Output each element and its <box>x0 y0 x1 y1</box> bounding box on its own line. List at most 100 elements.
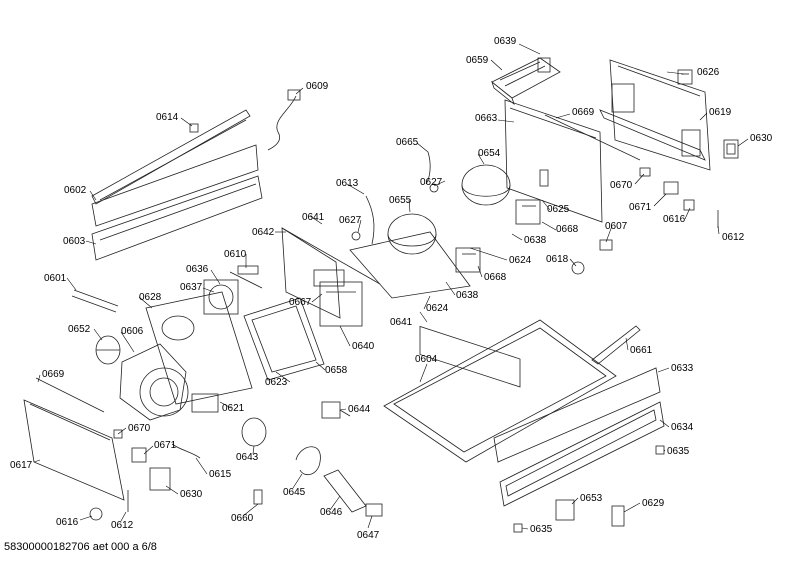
callout-0630: 0630 <box>750 133 773 144</box>
callout-0612: 0612 <box>722 232 745 243</box>
callout-0660: 0660 <box>231 513 254 524</box>
callout-0642: 0642 <box>252 227 275 238</box>
part-compressor-0655 <box>349 213 471 299</box>
callout-0646: 0646 <box>320 507 343 518</box>
callout-0652: 0652 <box>68 324 91 335</box>
callout-0670: 0670 <box>128 423 151 434</box>
callout-0645: 0645 <box>283 487 306 498</box>
part-switch-0626 <box>677 69 693 85</box>
part-frame-0658 <box>243 297 325 381</box>
callout-0641: 0641 <box>390 317 413 328</box>
callout-0623: 0623 <box>265 377 288 388</box>
callout-0607: 0607 <box>605 221 628 232</box>
callout-0612: 0612 <box>111 520 134 531</box>
callout-0654: 0654 <box>478 148 501 159</box>
callout-0625: 0625 <box>547 204 570 215</box>
part-kickplate-0634 <box>499 401 665 507</box>
part-fan-housing-0606 <box>119 343 189 421</box>
callout-0629: 0629 <box>642 498 665 509</box>
callout-0668: 0668 <box>484 272 507 283</box>
callout-0667: 0667 <box>289 297 312 308</box>
part-small-parts-right <box>189 123 719 533</box>
part-cap-0647 <box>365 503 383 517</box>
callout-labels: 0639 0659 0626 0609 0669 0663 0619 0614 … <box>10 36 773 541</box>
callout-0617: 0617 <box>10 460 33 471</box>
callout-0635: 0635 <box>530 524 553 535</box>
callout-0643: 0643 <box>236 452 259 463</box>
part-cylinder-0646 <box>323 469 367 513</box>
callout-0627: 0627 <box>339 215 362 226</box>
callout-0669: 0669 <box>572 107 595 118</box>
callout-0633: 0633 <box>671 363 694 374</box>
part-bracket-0630-top <box>723 139 739 159</box>
callout-0624: 0624 <box>426 303 449 314</box>
callout-0634: 0634 <box>671 422 694 433</box>
callout-0627: 0627 <box>420 177 443 188</box>
callout-0606: 0606 <box>121 326 144 337</box>
callout-0626: 0626 <box>697 67 720 78</box>
part-compressor-0654 <box>419 164 521 388</box>
part-valve-0644 <box>321 401 351 419</box>
part-fan-0636 <box>203 279 239 315</box>
callout-0613: 0613 <box>336 178 359 189</box>
callout-0653: 0653 <box>580 493 603 504</box>
callout-0615: 0615 <box>209 469 232 480</box>
callout-0616: 0616 <box>663 214 686 225</box>
part-drip-tray-0604 <box>383 319 617 463</box>
part-small-parts-left <box>89 393 219 521</box>
part-control-board-0659 <box>491 57 561 106</box>
callout-0601: 0601 <box>44 273 67 284</box>
part-rod-0669-top <box>544 114 641 161</box>
part-rear-cover-0663 <box>504 99 603 223</box>
callout-0663: 0663 <box>475 113 498 124</box>
callout-0641: 0641 <box>302 212 325 223</box>
part-relay-0668 <box>455 199 541 273</box>
callout-0619: 0619 <box>709 107 732 118</box>
callout-0669: 0669 <box>42 369 65 380</box>
callout-0655: 0655 <box>389 195 412 206</box>
callout-0638: 0638 <box>456 290 479 301</box>
part-motor-0652 <box>95 335 121 365</box>
callout-0644: 0644 <box>348 404 371 415</box>
part-trim-strip-0602 <box>91 109 259 227</box>
leader-lines <box>33 43 749 530</box>
callout-0603: 0603 <box>63 236 86 247</box>
callout-0659: 0659 <box>466 55 489 66</box>
callout-0602: 0602 <box>64 185 87 196</box>
part-tube-0613 <box>365 195 375 245</box>
callout-0609: 0609 <box>306 81 329 92</box>
part-bracket-0610 <box>229 265 263 289</box>
callout-0604: 0604 <box>415 354 438 365</box>
callout-0630: 0630 <box>180 489 203 500</box>
callout-0621: 0621 <box>222 403 245 414</box>
part-fan-shroud-0628 <box>145 291 253 405</box>
callout-0670: 0670 <box>610 180 633 191</box>
part-rod-0669-left <box>35 377 105 413</box>
part-bracket-0661 <box>591 325 641 365</box>
part-side-panel-0617 <box>23 399 125 501</box>
callout-0614: 0614 <box>156 112 179 123</box>
callout-0640: 0640 <box>352 341 375 352</box>
callout-0624: 0624 <box>509 255 532 266</box>
callout-0647: 0647 <box>357 530 380 541</box>
part-rod-0601 <box>71 289 119 313</box>
callout-0610: 0610 <box>224 249 247 260</box>
part-tube-0665 <box>425 151 431 185</box>
part-kickplate-0633 <box>493 367 661 463</box>
callout-0616: 0616 <box>56 517 79 528</box>
callout-0628: 0628 <box>139 292 162 303</box>
callout-0636: 0636 <box>186 264 209 275</box>
callout-0658: 0658 <box>325 365 348 376</box>
part-mount-plate-0642 <box>281 227 381 319</box>
part-capacitor-0643 <box>241 417 267 447</box>
callout-0661: 0661 <box>630 345 653 356</box>
callout-0638: 0638 <box>524 235 547 246</box>
part-transformer-0640 <box>313 269 363 327</box>
callout-0671: 0671 <box>629 202 652 213</box>
callout-0668: 0668 <box>556 224 579 235</box>
callout-0671: 0671 <box>154 440 177 451</box>
callout-0665: 0665 <box>396 137 419 148</box>
document-id-footer: 58300000182706 aet 000 a 6/8 <box>4 541 157 553</box>
